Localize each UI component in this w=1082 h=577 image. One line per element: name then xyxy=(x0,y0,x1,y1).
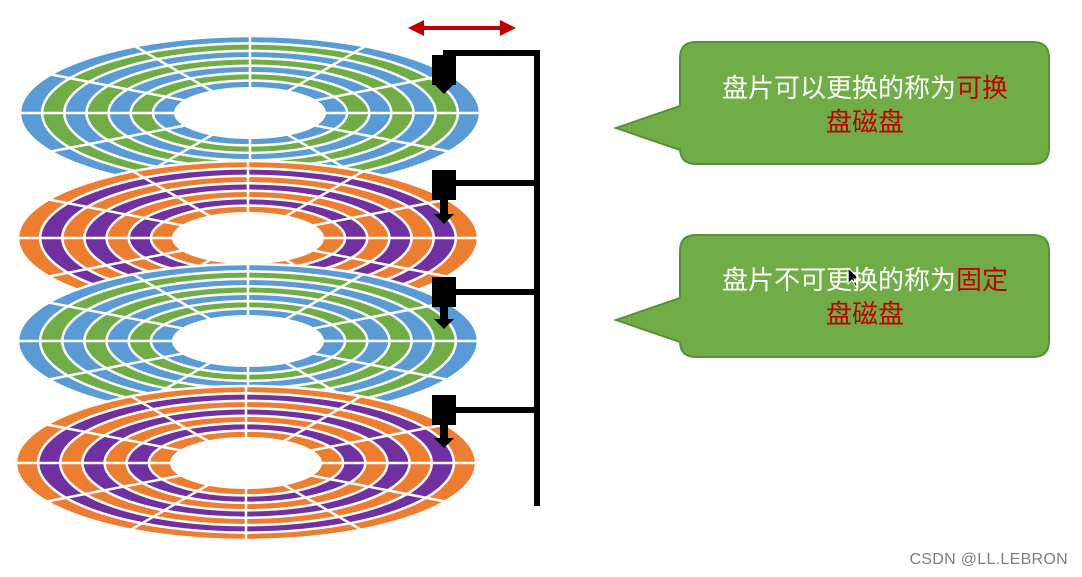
platter xyxy=(16,262,480,420)
sector-line xyxy=(310,474,446,503)
read-write-head xyxy=(432,55,456,85)
callout-bubble xyxy=(612,41,1050,165)
callout-removable-text: 盘片可以更换的称为可换 盘磁盘 xyxy=(690,72,1040,140)
arrow-head-left xyxy=(408,20,424,36)
sector-line xyxy=(134,45,214,93)
sector-line xyxy=(48,301,184,330)
callout-fixed-highlight-1: 固定 xyxy=(956,266,1009,296)
sector-line xyxy=(282,395,362,443)
platter-spindle-hole xyxy=(170,437,322,489)
sector-line xyxy=(130,483,210,531)
sector-line xyxy=(314,124,450,153)
callout-bubble xyxy=(612,234,1050,358)
sector-line xyxy=(132,273,212,321)
platter-spindle-hole xyxy=(172,212,324,264)
head-tip xyxy=(434,438,454,448)
sector-line xyxy=(132,170,212,218)
callout-shapes xyxy=(612,41,1050,358)
watermark: CSDN @LL.LEBRON xyxy=(909,551,1068,568)
sector-line xyxy=(312,249,448,278)
callout-removable-highlight-1: 可换 xyxy=(956,74,1009,104)
sector-line xyxy=(50,124,186,153)
sector-line xyxy=(48,198,184,227)
sector-line xyxy=(48,249,184,278)
sector-line xyxy=(314,73,450,102)
head-stem xyxy=(440,197,448,220)
head-stem xyxy=(440,422,448,444)
platter xyxy=(14,384,478,542)
sector-line xyxy=(46,474,182,503)
platter-spindle-hole xyxy=(172,315,324,367)
sector-line xyxy=(282,483,362,531)
sector-line xyxy=(284,273,364,321)
arm-movement-arrow xyxy=(408,20,516,36)
sector-line xyxy=(312,301,448,330)
callout-removable-highlight-2: 盘磁盘 xyxy=(825,108,904,138)
arrow-head-right xyxy=(500,20,516,36)
platter-stack xyxy=(14,34,482,542)
sector-line xyxy=(48,352,184,381)
head-tip xyxy=(434,319,454,329)
head-tip xyxy=(434,84,454,94)
callout-fixed-text: 盘片不可更换的称为固定 盘磁盘 xyxy=(690,264,1040,332)
sector-line xyxy=(284,170,364,218)
callout-fixed-prefix: 盘片不可更换的称为 xyxy=(721,266,956,296)
sector-line xyxy=(50,73,186,102)
sector-line xyxy=(286,45,366,93)
read-write-head xyxy=(432,395,456,425)
sector-line xyxy=(310,423,446,452)
read-write-head xyxy=(432,277,456,307)
sector-line xyxy=(130,395,210,443)
callout-fixed-highlight-2: 盘磁盘 xyxy=(825,300,904,330)
platter xyxy=(18,34,482,192)
platter-spindle-hole xyxy=(174,87,326,139)
head-stem xyxy=(440,304,448,325)
sector-line xyxy=(312,198,448,227)
sector-line xyxy=(46,423,182,452)
head-tip xyxy=(434,214,454,224)
read-write-head xyxy=(432,170,456,200)
mouse-cursor-icon xyxy=(847,266,862,288)
callout-removable-prefix: 盘片可以更换的称为 xyxy=(721,74,956,104)
sector-line xyxy=(312,352,448,381)
read-write-arm-assembly xyxy=(432,50,540,506)
